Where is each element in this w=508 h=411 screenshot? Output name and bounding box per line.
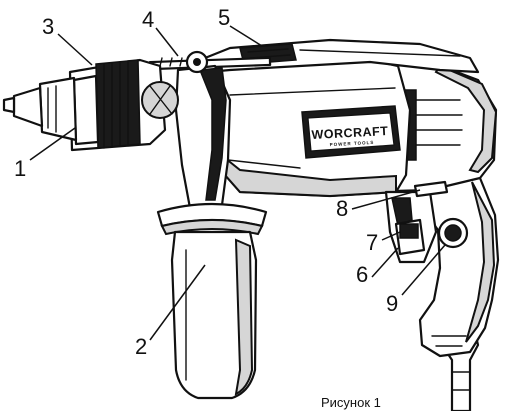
leader-1 — [29, 127, 76, 161]
leader-9 — [401, 244, 446, 296]
brand-subtitle: POWER TOOLS — [330, 140, 375, 147]
side-handle-clamp — [174, 50, 232, 210]
callout-numbers: 1 2 3 4 5 6 7 8 9 — [14, 5, 398, 359]
leader-6 — [371, 247, 399, 278]
callout-6: 6 — [356, 262, 368, 287]
callout-2: 2 — [135, 334, 147, 359]
leader-7 — [381, 231, 401, 241]
brand-label: WORCRAFT — [311, 124, 389, 142]
callout-3: 3 — [42, 14, 54, 39]
leader-5 — [229, 25, 263, 47]
leader-4 — [155, 27, 179, 57]
callout-4: 4 — [142, 7, 154, 32]
brand-badge: WORCRAFT POWER TOOLS — [301, 105, 401, 159]
callout-1: 1 — [14, 156, 26, 181]
auxiliary-handle — [156, 202, 268, 400]
callout-9: 9 — [386, 291, 398, 316]
rear-handle — [398, 168, 500, 358]
trigger-assembly — [384, 180, 469, 264]
leader-8 — [351, 189, 421, 210]
drill-chuck — [2, 58, 179, 152]
figure-caption: Рисунок 1 — [321, 395, 381, 410]
callout-8: 8 — [336, 196, 348, 221]
callout-5: 5 — [218, 5, 230, 30]
callout-7: 7 — [366, 230, 378, 255]
leader-lines — [29, 25, 446, 341]
leader-2 — [149, 264, 206, 341]
leader-3 — [57, 33, 93, 66]
